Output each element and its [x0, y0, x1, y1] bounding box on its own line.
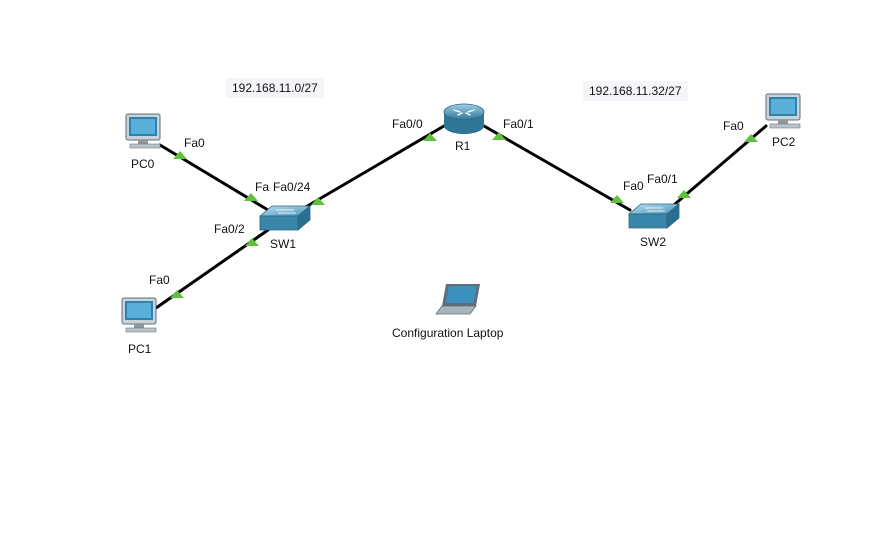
switch-icon[interactable] [258, 205, 312, 231]
link-up-triangle-icon [173, 151, 187, 159]
pc-icon[interactable] [121, 297, 157, 333]
port-label-sw1-fa02: Fa0/2 [214, 222, 245, 236]
port-label-sw1-fa01: Fa [255, 180, 270, 194]
router-icon[interactable] [443, 103, 485, 134]
link-up-triangle-icon [170, 290, 184, 298]
link-up-triangle-icon [311, 197, 325, 205]
link-up-triangle-icon [245, 238, 259, 246]
link-up-triangle-icon [744, 134, 758, 142]
device-label-sw2: SW2 [640, 235, 667, 249]
port-label-r1-fa01: Fa0/1 [503, 117, 534, 131]
port-label-pc2-fa0: Fa0 [723, 119, 744, 133]
device-label-r1: R1 [455, 139, 471, 153]
link-sw1-r1[interactable] [302, 124, 446, 210]
link-r1-sw2[interactable] [482, 124, 632, 212]
device-label-laptop: Configuration Laptop [392, 326, 504, 340]
device-label-sw1: SW1 [270, 237, 297, 251]
pc-icon[interactable] [125, 113, 161, 149]
port-label-sw2-fa01: Fa0/1 [647, 172, 678, 186]
pc-icon[interactable] [765, 93, 801, 129]
port-indicators [170, 132, 758, 298]
port-label-r1-fa00: Fa0/0 [392, 117, 423, 131]
port-label-sw2-fa02: Fa0 [623, 179, 644, 193]
link-up-triangle-icon [610, 195, 624, 203]
link-up-triangle-icon [492, 132, 506, 140]
subnet-label-left: 192.168.11.0/27 [226, 78, 324, 98]
device-label-pc2: PC2 [772, 135, 796, 149]
device-label-pc0: PC0 [131, 157, 155, 171]
link-up-triangle-icon [244, 193, 258, 201]
switch-icon[interactable] [627, 203, 681, 229]
subnet-label-right: 192.168.11.32/27 [583, 81, 688, 101]
device-label-pc1: PC1 [128, 342, 152, 356]
laptop-icon[interactable] [435, 284, 480, 315]
link-up-triangle-icon [677, 190, 691, 198]
port-label-sw1-fa024: Fa0/24 [273, 180, 311, 194]
port-label-pc1-fa0: Fa0 [149, 273, 170, 287]
port-label-pc0-fa0: Fa0 [184, 136, 205, 150]
link-up-triangle-icon [423, 133, 437, 141]
